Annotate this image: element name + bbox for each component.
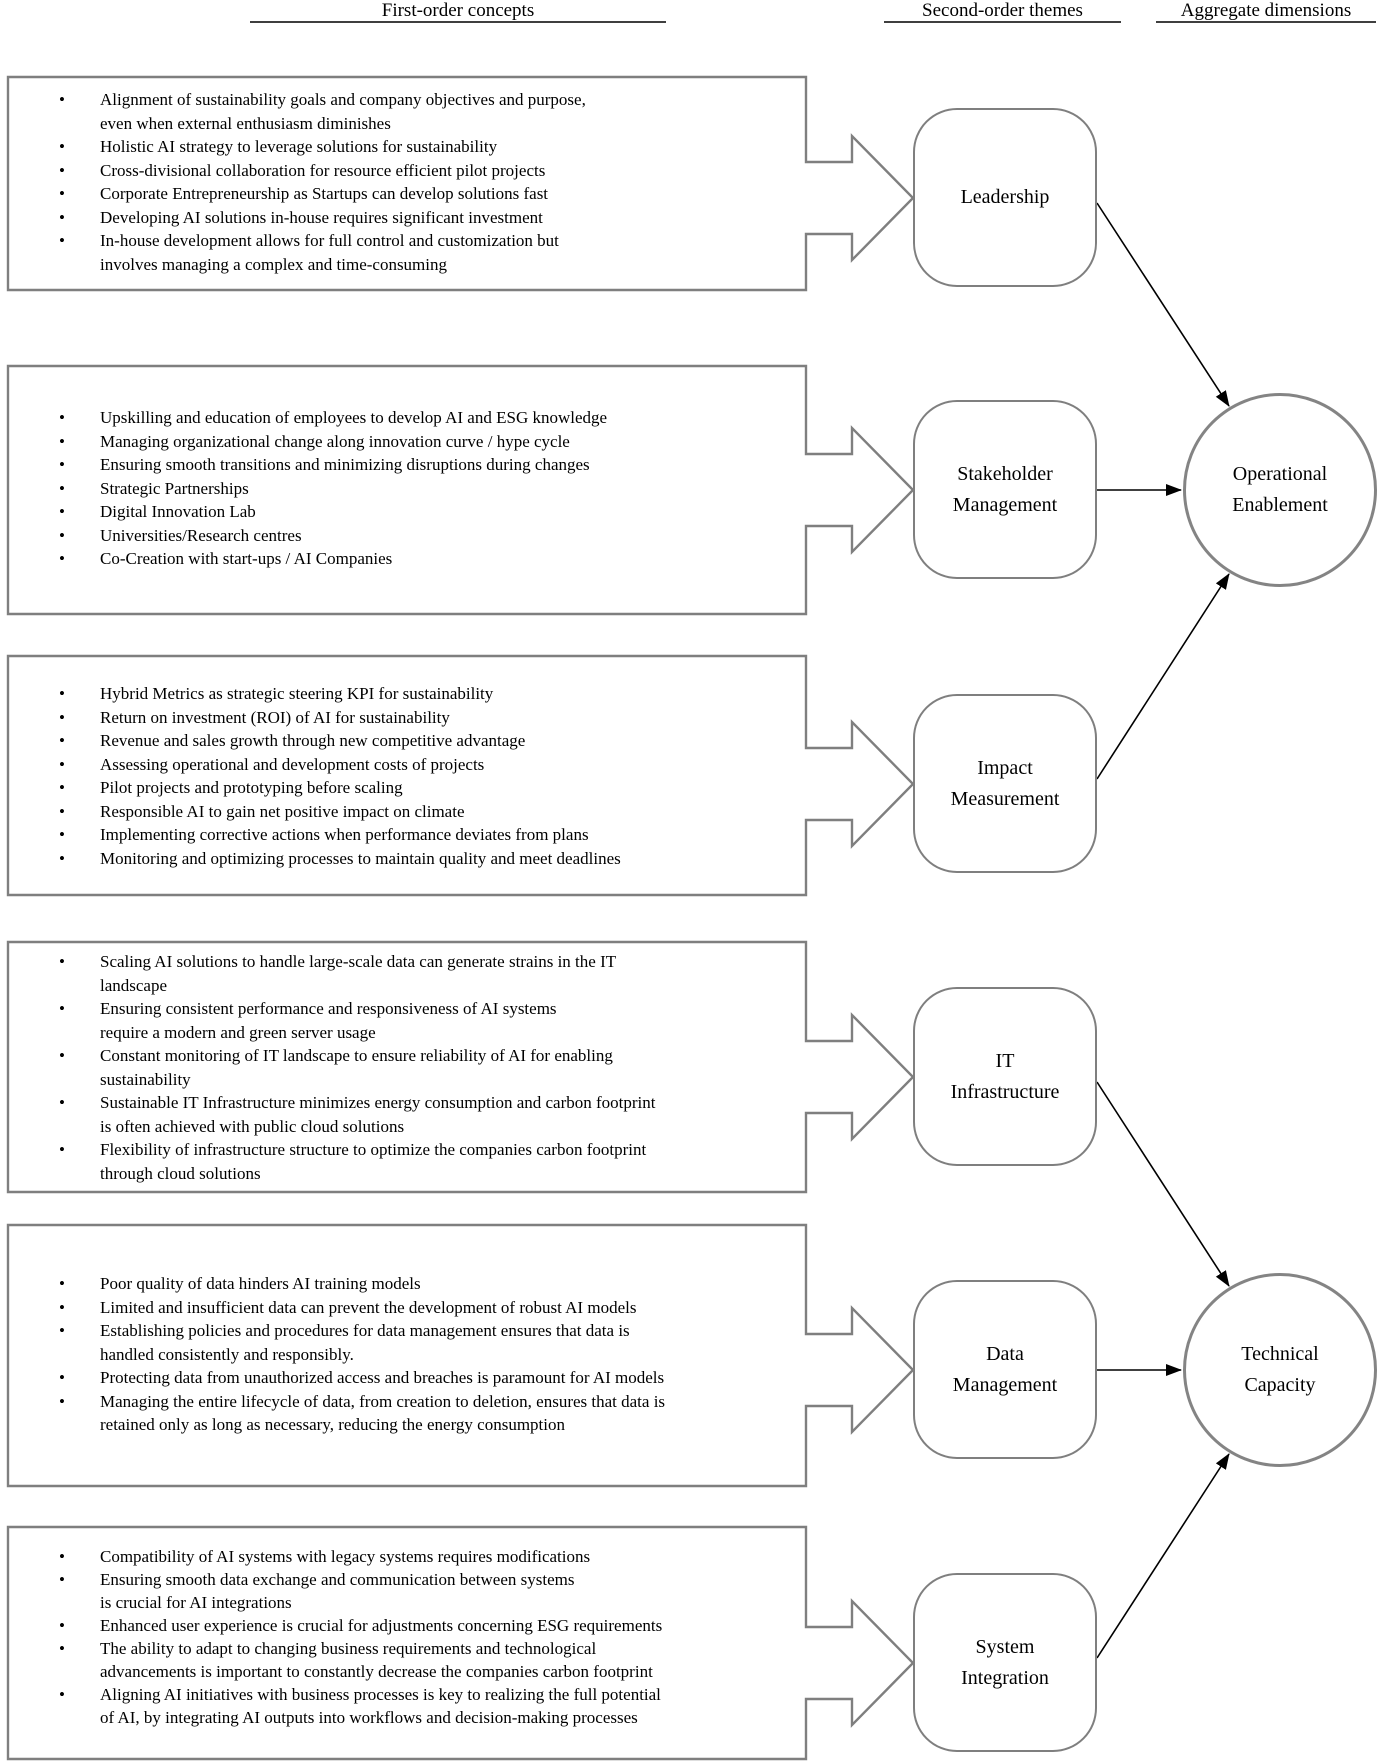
connector-leadership-operational-enablement [1096,202,1230,407]
bullet-item: Protecting data from unauthorized access… [57,1366,773,1390]
bullet-item: Revenue and sales growth through new com… [57,729,773,753]
bullet-item: Sustainable IT Infrastructure minimizes … [57,1091,773,1138]
bullet-item: Digital Innovation Lab [57,500,773,524]
first-order-bullets-leadership: Alignment of sustainability goals and co… [57,88,773,276]
bullet-item: Hybrid Metrics as strategic steering KPI… [57,682,773,706]
theme-box-stakeholder-management: Stakeholder Management [913,400,1097,579]
bullet-item: Ensuring smooth data exchange and commun… [57,1568,773,1614]
bullet-item: Managing the entire lifecycle of data, f… [57,1390,773,1437]
connector-impact-operational-enablement [1096,573,1230,780]
theme-box-leadership: Leadership [913,108,1097,287]
bullet-item: Compatibility of AI systems with legacy … [57,1545,773,1568]
dimension-circle-operational-enablement: Operational Enablement [1183,393,1377,587]
bullet-item: Alignment of sustainability goals and co… [57,88,773,135]
bullet-item: Managing organizational change along inn… [57,430,773,454]
bullet-item: Aligning AI initiatives with business pr… [57,1683,773,1729]
bullet-item: Ensuring smooth transitions and minimizi… [57,453,773,477]
bullet-item: Flexibility of infrastructure structure … [57,1138,773,1185]
first-order-bullets-system-integration: Compatibility of AI systems with legacy … [57,1545,773,1729]
bullet-item: Establishing policies and procedures for… [57,1319,773,1366]
header-first-order-concepts: First-order concepts [250,0,666,23]
bullet-item: Implementing corrective actions when per… [57,823,773,847]
bullet-item: Scaling AI solutions to handle large-sca… [57,950,773,997]
first-order-bullets-stakeholder-management: Upskilling and education of employees to… [57,406,773,571]
bullet-item: Upskilling and education of employees to… [57,406,773,430]
bullet-item: Limited and insufficient data can preven… [57,1296,773,1320]
dimension-circle-technical-capacity: Technical Capacity [1183,1273,1377,1467]
bullet-item: Responsible AI to gain net positive impa… [57,800,773,824]
bullet-item: Holistic AI strategy to leverage solutio… [57,135,773,159]
first-order-bullets-impact-measurement: Hybrid Metrics as strategic steering KPI… [57,682,773,870]
bullet-item: Ensuring consistent performance and resp… [57,997,773,1044]
bullet-item: Enhanced user experience is crucial for … [57,1614,773,1637]
bullet-item: Poor quality of data hinders AI training… [57,1272,773,1296]
bullet-item: The ability to adapt to changing busines… [57,1637,773,1683]
header-second-order-themes: Second-order themes [884,0,1121,23]
connector-system-integration-technical-capacity [1096,1453,1230,1659]
connector-it-infrastructure-technical-capacity [1096,1081,1230,1287]
bullet-item: Constant monitoring of IT landscape to e… [57,1044,773,1091]
bullet-item: Corporate Entrepreneurship as Startups c… [57,182,773,206]
theme-box-impact-measurement: Impact Measurement [913,694,1097,873]
bullet-item: Assessing operational and development co… [57,753,773,777]
theme-box-it-infrastructure: IT Infrastructure [913,987,1097,1166]
bullet-item: Strategic Partnerships [57,477,773,501]
bullet-item: Co-Creation with start-ups / AI Companie… [57,547,773,571]
first-order-bullets-data-management: Poor quality of data hinders AI training… [57,1272,773,1437]
bullet-item: Pilot projects and prototyping before sc… [57,776,773,800]
first-order-bullets-it-infrastructure: Scaling AI solutions to handle large-sca… [57,950,773,1185]
bullet-item: Monitoring and optimizing processes to m… [57,847,773,871]
bullet-item: Cross-divisional collaboration for resou… [57,159,773,183]
bullet-item: Developing AI solutions in-house require… [57,206,773,230]
bullet-item: Universities/Research centres [57,524,773,548]
header-aggregate-dimensions: Aggregate dimensions [1156,0,1376,23]
bullet-item: Return on investment (ROI) of AI for sus… [57,706,773,730]
theme-box-system-integration: System Integration [913,1573,1097,1752]
theme-box-data-management: Data Management [913,1280,1097,1459]
bullet-item: In-house development allows for full con… [57,229,773,276]
